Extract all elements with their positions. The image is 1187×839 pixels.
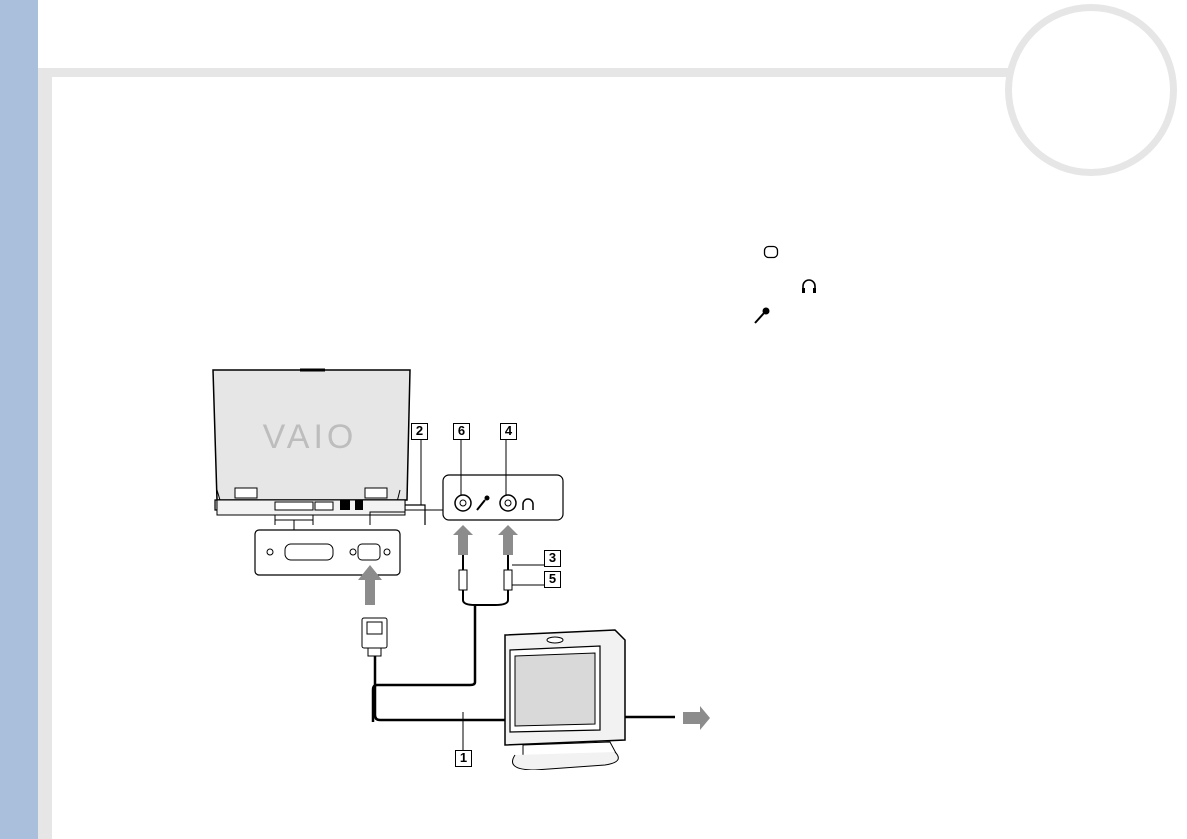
page-top-rule: [38, 68, 1038, 77]
page-side-rule: [38, 68, 52, 839]
callout-3: 3: [544, 550, 561, 567]
laptop-illustration: VAIO: [213, 370, 410, 530]
monitor-illustration: [505, 630, 710, 770]
monitor-port-icon: [763, 245, 779, 259]
laptop-logo: VAIO: [263, 418, 358, 456]
callout-1: 1: [455, 750, 472, 767]
microphone-icon: [752, 305, 772, 325]
page-corner-ring: [1005, 4, 1177, 176]
headphone-icon: [800, 277, 818, 295]
callout-4: 4: [500, 423, 517, 440]
callout-2: 2: [411, 423, 428, 440]
callout-6: 6: [453, 423, 470, 440]
callout-5: 5: [544, 571, 561, 588]
page-side-bar: [0, 0, 38, 839]
connection-diagram: VAIO: [205, 360, 725, 770]
